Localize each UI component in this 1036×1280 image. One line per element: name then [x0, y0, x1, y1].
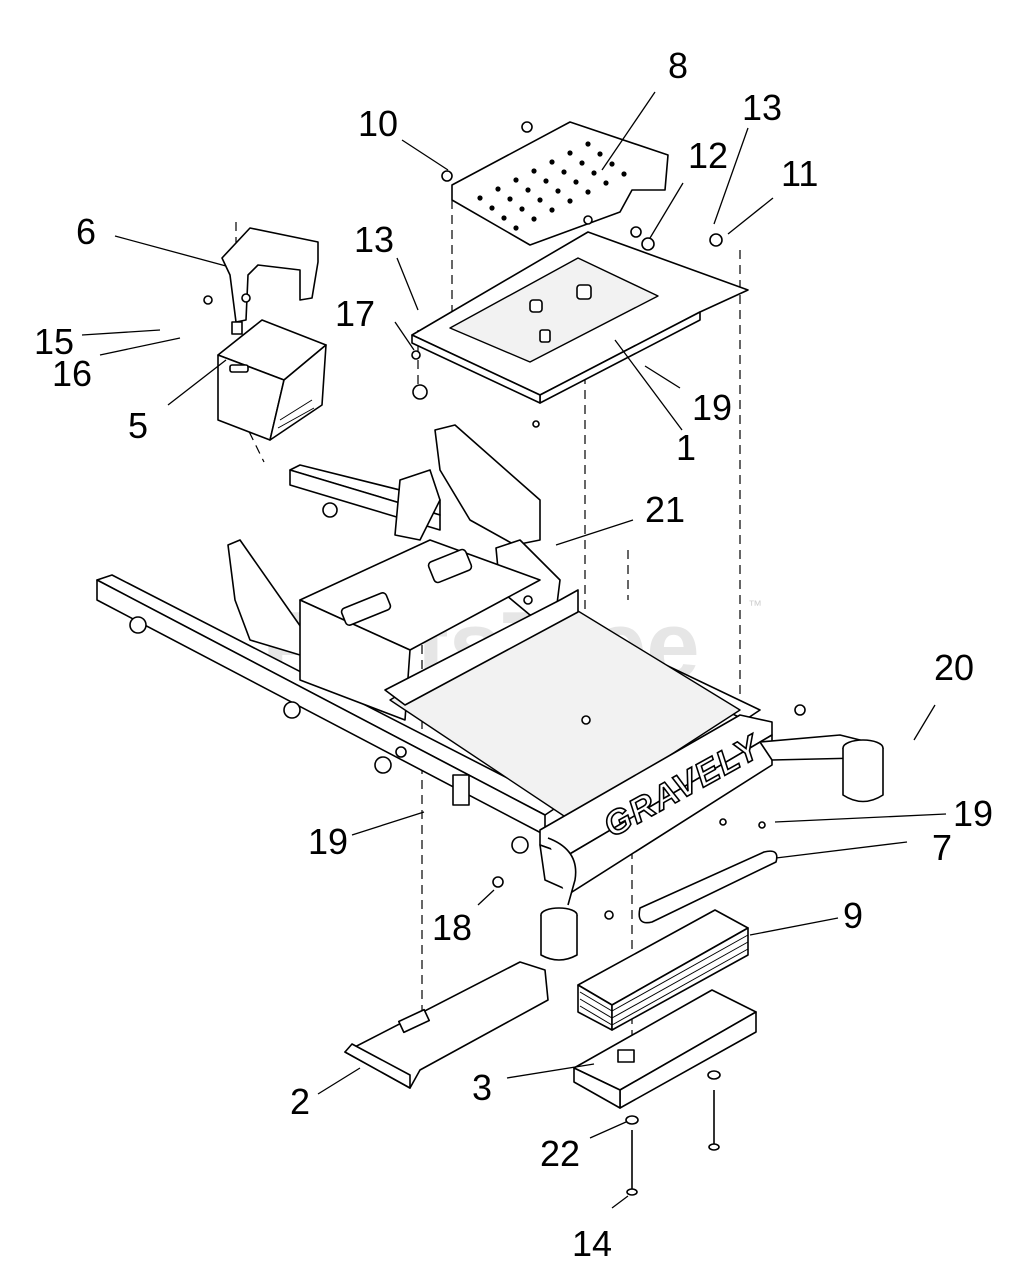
callout-13-mid: 13	[354, 219, 394, 260]
callout-5: 5	[128, 405, 148, 446]
plate-hole	[567, 150, 573, 156]
callout-22: 22	[540, 1133, 580, 1174]
callout-18: 18	[432, 907, 472, 948]
callout-16: 16	[52, 353, 92, 394]
plate-hole	[585, 141, 591, 147]
callout-9: 9	[843, 895, 863, 936]
part-9-weights	[577, 909, 749, 1031]
leader-lines	[81, 91, 947, 1209]
plate-hole	[519, 206, 525, 212]
callout-19-left: 19	[308, 821, 348, 862]
plate-hole	[549, 159, 555, 165]
plate-hole	[489, 205, 495, 211]
callout-10: 10	[358, 103, 398, 144]
part-7-bumper-strip	[638, 850, 778, 924]
part-5-battery	[217, 319, 327, 441]
callout-19-top: 19	[692, 387, 732, 428]
plate-hole	[537, 197, 543, 203]
main-frame: GRAVELY	[96, 424, 884, 961]
plate-hole	[477, 195, 483, 201]
callout-15: 15	[34, 321, 74, 362]
plate-hole	[513, 177, 519, 183]
plate-hole	[579, 160, 585, 166]
plate-hole	[573, 179, 579, 185]
callout-3: 3	[472, 1067, 492, 1108]
callout-17: 17	[335, 293, 375, 334]
callout-13-top: 13	[742, 87, 782, 128]
watermark-tm: ™	[748, 597, 762, 613]
callout-14: 14	[572, 1223, 612, 1264]
part-3-weight-bracket	[573, 989, 757, 1109]
plate-hole	[543, 178, 549, 184]
plate-hole	[597, 151, 603, 157]
plate-hole	[561, 169, 567, 175]
plate-hole	[567, 198, 573, 204]
callout-7: 7	[932, 827, 952, 868]
plate-hole	[507, 196, 513, 202]
plate-hole	[513, 225, 519, 231]
callout-11: 11	[781, 153, 818, 194]
part-14-bolts	[625, 1070, 721, 1196]
callout-8: 8	[668, 45, 688, 86]
plate-hole	[555, 188, 561, 194]
plate-hole	[525, 187, 531, 193]
callout-1: 1	[676, 427, 696, 468]
part-2-bracket-plate	[344, 961, 549, 1089]
plate-hole	[591, 170, 597, 176]
plate-hole	[531, 168, 537, 174]
callout-2: 2	[290, 1081, 310, 1122]
plate-hole	[549, 207, 555, 213]
plate-hole	[531, 216, 537, 222]
plate-hole	[501, 215, 507, 221]
plate-hole	[603, 180, 609, 186]
callout-6: 6	[76, 211, 96, 252]
callout-21: 21	[645, 489, 685, 530]
callout-20: 20	[934, 647, 974, 688]
callout-12: 12	[688, 135, 728, 176]
plate-hole	[609, 161, 615, 167]
plate-hole	[585, 189, 591, 195]
part-6-holddown	[203, 227, 319, 335]
callout-19-right: 19	[953, 793, 993, 834]
callouts: 8 10 13 12 11 6 13 17 15 16 5 19 1 21 20…	[34, 45, 993, 1264]
plate-hole	[495, 186, 501, 192]
part-1-seat-frame	[411, 215, 749, 428]
plate-hole	[621, 171, 627, 177]
